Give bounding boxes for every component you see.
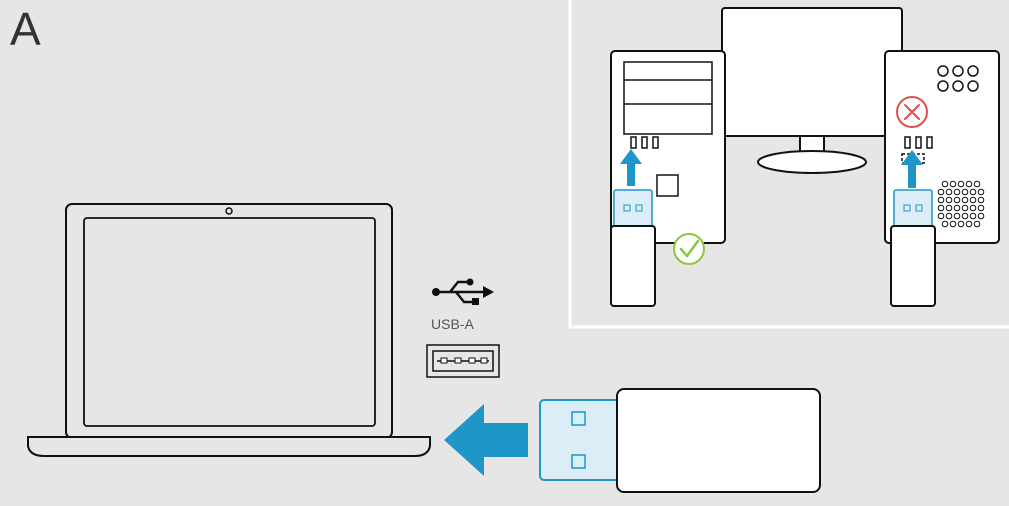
vent-grille xyxy=(937,180,985,228)
vent-hole xyxy=(945,196,953,204)
checkmark-icon xyxy=(673,233,705,265)
usb-dongle-left xyxy=(610,189,656,307)
vent-hole xyxy=(977,188,985,196)
usb-trident-icon xyxy=(432,278,494,305)
vent-hole xyxy=(977,204,985,212)
vent-hole xyxy=(953,204,961,212)
panel-letter: A xyxy=(10,3,41,55)
vent-hole xyxy=(969,212,977,220)
vent-hole xyxy=(969,204,977,212)
laptop-illustration xyxy=(27,203,431,457)
vent-hole xyxy=(969,188,977,196)
vent-hole xyxy=(945,204,953,212)
vent-hole xyxy=(977,212,985,220)
vent-hole xyxy=(945,188,953,196)
vent-hole xyxy=(937,212,945,220)
vent-hole xyxy=(945,212,953,220)
vent-hole xyxy=(937,188,945,196)
usb-a-label: USB-A xyxy=(431,316,474,332)
arrow-up-icon xyxy=(901,150,923,188)
vent-hole xyxy=(973,180,981,188)
vent-hole xyxy=(941,180,949,188)
vent-hole xyxy=(953,212,961,220)
vent-hole xyxy=(973,220,981,228)
vent-hole xyxy=(953,196,961,204)
vent-hole xyxy=(949,180,957,188)
vent-hole xyxy=(937,204,945,212)
vent-hole xyxy=(965,180,973,188)
vent-hole xyxy=(961,188,969,196)
vent-hole xyxy=(969,196,977,204)
vent-hole xyxy=(941,220,949,228)
arrow-left-icon xyxy=(444,404,528,476)
cross-icon xyxy=(896,96,928,128)
vent-hole xyxy=(949,220,957,228)
vent-hole xyxy=(961,212,969,220)
usb-a-port-icon xyxy=(426,344,500,378)
monitor-illustration xyxy=(721,7,903,174)
vent-hole xyxy=(957,180,965,188)
vent-hole xyxy=(937,196,945,204)
vent-hole xyxy=(961,204,969,212)
vent-hole xyxy=(961,196,969,204)
vent-hole xyxy=(965,220,973,228)
usb-dongle-large xyxy=(539,388,821,493)
arrow-up-icon xyxy=(620,149,642,186)
vent-hole xyxy=(977,196,985,204)
vent-hole xyxy=(953,188,961,196)
webcam-icon xyxy=(225,207,233,215)
usb-dongle-right xyxy=(890,189,936,307)
vent-hole xyxy=(957,220,965,228)
